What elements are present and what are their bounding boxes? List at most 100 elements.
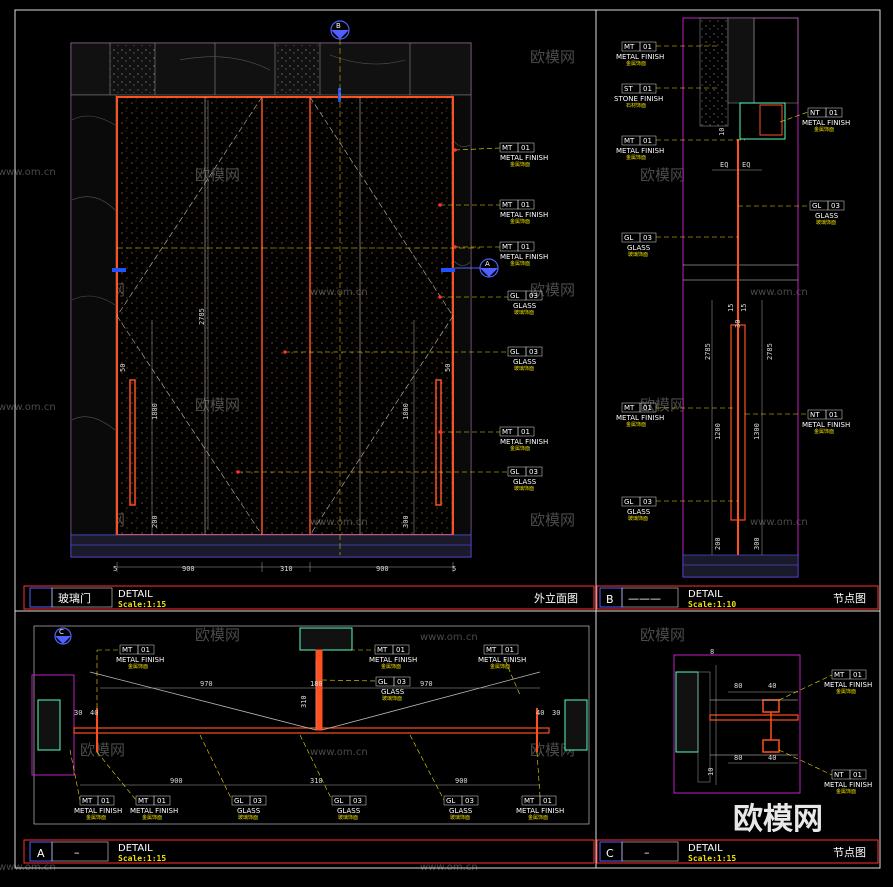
svg-text:NT: NT (810, 109, 820, 117)
svg-text:MT: MT (377, 646, 388, 654)
dim-label: 300 (402, 515, 410, 528)
svg-text:金属饰面: 金属饰面 (626, 421, 646, 428)
dim-label: 1200 (714, 423, 722, 440)
plan-a-view: 970 180 970 310 900 310 900 40 40 30 30 … (31, 625, 590, 825)
svg-text:METAL FINISH: METAL FINISH (500, 154, 548, 162)
svg-text:MT: MT (486, 646, 497, 654)
panel-name: 玻璃门 (58, 591, 91, 605)
svg-text:MT: MT (624, 137, 635, 145)
floor-strip (70, 534, 472, 558)
dim-label: 40 (90, 709, 98, 717)
dim-label: 310 (310, 777, 323, 785)
svg-text:01: 01 (853, 671, 862, 679)
dim-label: 2785 (766, 343, 774, 360)
panel-detail: DETAIL (118, 843, 153, 854)
right-wall (451, 94, 472, 536)
svg-text:玻璃饰面: 玻璃饰面 (450, 814, 470, 821)
dim-label: 200 (151, 515, 159, 528)
svg-text:玻璃饰面: 玻璃饰面 (628, 515, 648, 522)
svg-text:GLASS: GLASS (513, 478, 537, 486)
svg-text:玻璃饰面: 玻璃饰面 (338, 814, 358, 821)
svg-text:MT: MT (502, 144, 513, 152)
svg-text:01: 01 (141, 646, 150, 654)
svg-text:01: 01 (853, 771, 862, 779)
svg-text:金属饰面: 金属饰面 (142, 814, 162, 821)
dim-label: 970 (420, 680, 433, 688)
svg-text:METAL FINISH: METAL FINISH (500, 438, 548, 446)
svg-text:METAL FINISH: METAL FINISH (130, 807, 178, 815)
svg-text:03: 03 (529, 468, 538, 476)
svg-text:03: 03 (643, 234, 652, 242)
watermark-brand: 欧模网 (530, 48, 575, 66)
svg-text:ST: ST (624, 85, 633, 93)
dim-label: 1300 (753, 423, 761, 440)
watermark-brand: 欧模网 (530, 281, 575, 299)
sheet-frame (14, 9, 881, 869)
watermark-brand: 欧模网 (640, 396, 685, 414)
svg-text:01: 01 (521, 144, 530, 152)
dim-label: EQ (720, 161, 728, 169)
svg-text:金属饰面: 金属饰面 (510, 445, 530, 452)
watermark-brand: 欧模网 (640, 626, 685, 644)
title-bar-node-c: C – DETAIL Scale:1:15 节点图 (596, 839, 879, 864)
top-rail-profile (739, 102, 786, 140)
plan-a-outer (33, 625, 590, 825)
dim-label: 2785 (198, 308, 206, 325)
panel-view: 节点图 (833, 846, 866, 859)
svg-text:METAL FINISH: METAL FINISH (802, 421, 850, 429)
svg-text:01: 01 (643, 43, 652, 51)
svg-text:03: 03 (465, 797, 474, 805)
section-marker-b: B (330, 20, 350, 40)
svg-text:STONE FINISH: STONE FINISH (614, 95, 663, 103)
svg-text:A: A (485, 260, 490, 268)
elevation-view: 5 900 310 900 5 2785 1800 1800 50 50 200… (70, 20, 499, 573)
dim-label: 310 (280, 565, 293, 573)
dim-label: 900 (455, 777, 468, 785)
panel-detail: DETAIL (118, 589, 153, 600)
svg-text:玻璃饰面: 玻璃饰面 (514, 365, 534, 372)
svg-text:METAL FINISH: METAL FINISH (500, 211, 548, 219)
node-c-boundary (673, 654, 801, 794)
svg-text:金属饰面: 金属饰面 (490, 663, 510, 670)
svg-text:金属饰面: 金属饰面 (814, 428, 834, 435)
svg-text:GLASS: GLASS (513, 302, 537, 310)
svg-text:金属饰面: 金属饰面 (510, 161, 530, 168)
svg-text:NT: NT (810, 411, 820, 419)
svg-text:GL: GL (510, 468, 519, 476)
watermark-url: www.om.cn (750, 517, 808, 528)
plan-glass (73, 727, 550, 734)
svg-text:GLASS: GLASS (627, 244, 651, 252)
svg-text:MT: MT (834, 671, 845, 679)
svg-text:金属饰面: 金属饰面 (381, 663, 401, 670)
svg-text:B: B (336, 22, 341, 30)
svg-text:01: 01 (829, 109, 838, 117)
svg-text:01: 01 (643, 404, 652, 412)
dim-label: 80 (734, 754, 742, 762)
dim-label: 200 (714, 537, 722, 550)
svg-text:01: 01 (543, 797, 552, 805)
panel-view: 外立面图 (534, 591, 578, 605)
dim-label: 80 (734, 682, 742, 690)
svg-text:C: C (59, 628, 64, 636)
svg-text:03: 03 (253, 797, 262, 805)
svg-text:01: 01 (505, 646, 514, 654)
svg-text:MT: MT (502, 243, 513, 251)
svg-text:MT: MT (122, 646, 133, 654)
stone-texture (275, 45, 320, 93)
dim-label: 5 (113, 565, 117, 573)
dim-label: 1800 (151, 403, 159, 420)
svg-text:GL: GL (378, 678, 387, 686)
